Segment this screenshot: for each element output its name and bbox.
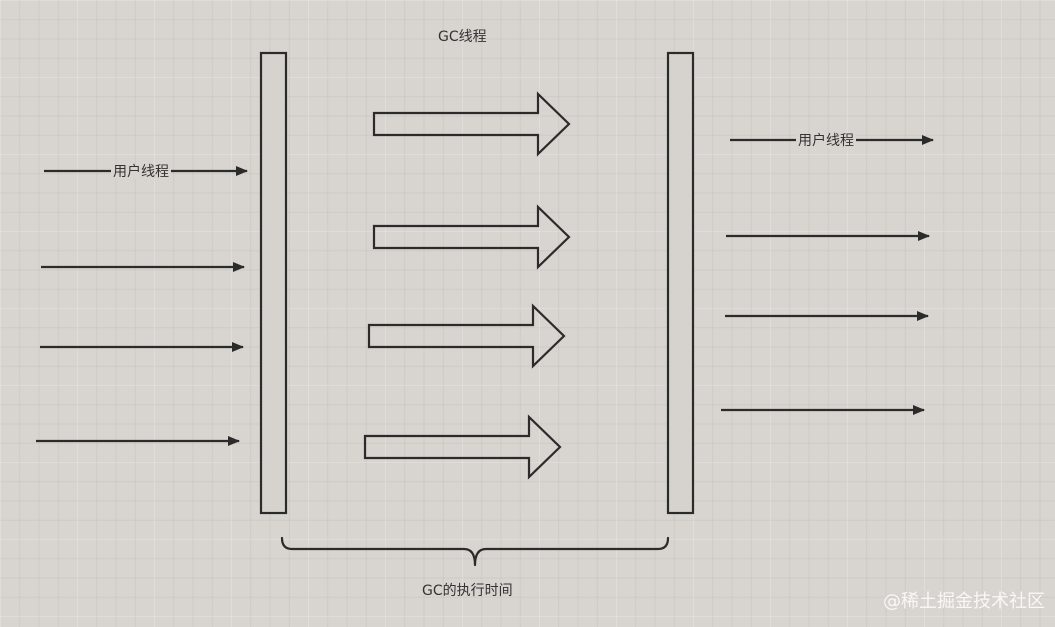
incoming-user-threads <box>36 166 248 446</box>
gc-thread-title: GC线程 <box>438 29 487 45</box>
gc-threads <box>363 91 571 480</box>
block-arrow-right-icon <box>363 414 562 480</box>
resumed-user-threads <box>721 135 934 415</box>
pause-end-bar <box>666 51 695 515</box>
pause-start-bar <box>259 51 288 515</box>
block-arrow-right-icon <box>367 303 566 369</box>
curly-brace-icon <box>280 536 670 567</box>
block-arrow-right-icon <box>372 204 571 270</box>
user-thread-label-right: 用户线程 <box>796 133 856 149</box>
block-arrow-right-icon <box>372 91 571 157</box>
gc-duration-label: GC的执行时间 <box>422 583 513 599</box>
watermark: @稀土掘金技术社区 <box>883 591 1045 612</box>
user-thread-label-left: 用户线程 <box>111 164 171 180</box>
